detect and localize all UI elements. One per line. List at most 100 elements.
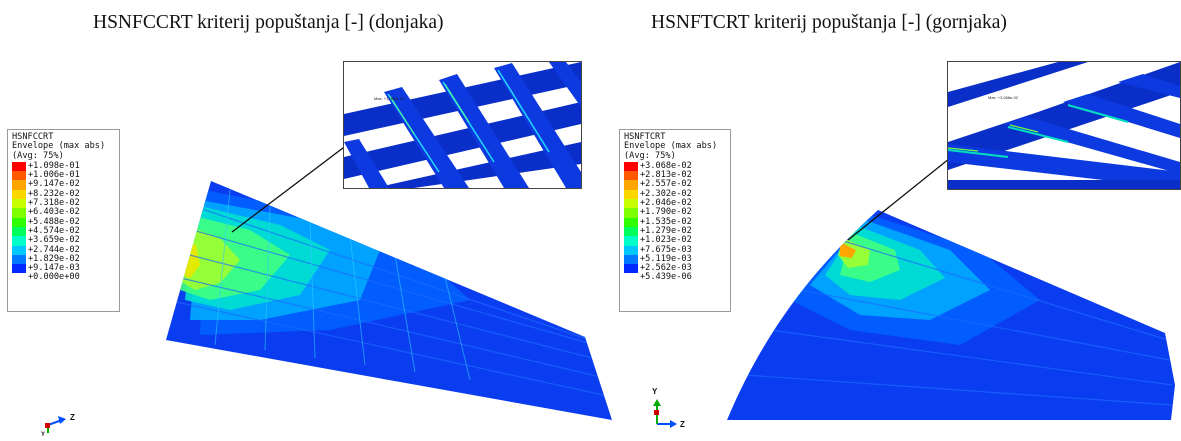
legend-right-value: +2.046e-02 (640, 198, 692, 209)
triad-left-y-label: Y (41, 432, 46, 438)
legend-left-row: +6.403e-02 (12, 207, 115, 218)
legend-right-row: +2.046e-02 (624, 198, 726, 209)
legend-left-row: +5.488e-02 (12, 216, 115, 227)
legend-right-row: +5.119e-03 (624, 253, 726, 265)
legend-left-swatch (12, 161, 26, 172)
legend-left-swatch (12, 226, 26, 237)
legend-left-row: +3.659e-02 (12, 235, 115, 246)
legend-right-row: +2.813e-02 (624, 170, 726, 181)
legend-left-swatch (12, 217, 26, 227)
legend-right-variable: HSNFTCRT (624, 132, 666, 142)
legend-right-row: +3.068e-02 (624, 160, 726, 172)
legend-right-row: +2.302e-02 (624, 188, 726, 200)
title-left: HSNFCCRT kriterij popuštanja [-] (donjak… (93, 12, 444, 33)
legend-right-scale: +3.068e-02+2.813e-02+2.557e-02+2.302e-02… (624, 160, 726, 283)
legend-left-value: +2.744e-02 (28, 244, 80, 255)
axis-triad-right (653, 399, 677, 428)
legend-left-row: +8.232e-02 (12, 188, 115, 200)
legend-left-value: +9.147e-03 (28, 263, 80, 274)
legend-left-row: +0.000e+00 (12, 272, 115, 283)
legend-right: HSNFTCRT Envelope (max abs) (Avg: 75%) +… (619, 129, 731, 312)
legend-left-value: +8.232e-02 (28, 188, 80, 199)
legend-left-value: +5.488e-02 (28, 216, 80, 227)
legend-right-value: +3.068e-02 (640, 160, 692, 171)
legend-right-value: +7.675e-03 (640, 244, 692, 255)
legend-right-swatch (624, 199, 638, 209)
legend-right-envelope: Envelope (max abs) (624, 141, 718, 152)
legend-right-swatch (624, 245, 638, 255)
legend-left-row: +9.147e-02 (12, 179, 115, 190)
legend-left-value: +6.403e-02 (28, 207, 80, 218)
inset-left-mesh (344, 62, 581, 188)
title-right: HSNFTCRT kriterij popuštanja [-] (gornja… (651, 12, 1007, 33)
legend-left-swatch (12, 264, 26, 274)
legend-left-value: +0.000e+00 (28, 272, 80, 283)
legend-right-swatch (624, 254, 638, 265)
legend-right-row: +1.535e-02 (624, 216, 726, 227)
legend-right-row: +2.557e-02 (624, 179, 726, 190)
axis-triad-left (45, 416, 66, 433)
legend-left-row: +1.829e-02 (12, 253, 115, 265)
legend-right-value: +2.562e-03 (640, 263, 692, 274)
legend-left-value: +9.147e-02 (28, 179, 80, 190)
triad-left-z-label: Z (70, 413, 75, 422)
legend-right-swatch (624, 236, 638, 246)
legend-left-swatch (12, 171, 26, 181)
legend-left-swatch (12, 189, 26, 200)
inset-left-max-label: Max: +1.098e-01 (374, 96, 405, 101)
legend-left-swatch (12, 273, 26, 282)
legend-left-swatch (12, 236, 26, 246)
legend-left-row: +9.147e-03 (12, 263, 115, 274)
legend-left-value: +1.829e-02 (28, 253, 80, 264)
legend-left-swatch (12, 180, 26, 190)
legend-left-value: +3.659e-02 (28, 235, 80, 246)
legend-left-swatch (12, 245, 26, 255)
zoom-inset-left: Max: +1.098e-01 (343, 61, 582, 189)
legend-left-scale: +1.098e-01+1.006e-01+9.147e-02+8.232e-02… (12, 160, 115, 283)
inset-right-max-label: Max: +3.068e-02 (988, 95, 1019, 100)
legend-right-avg: (Avg: 75%) (624, 150, 676, 161)
legend-right-value: +1.535e-02 (640, 216, 692, 227)
legend-right-row: +5.439e-06 (624, 272, 726, 283)
legend-right-row: +1.790e-02 (624, 207, 726, 218)
legend-left-variable: HSNFCCRT (12, 132, 54, 142)
legend-left-value: +7.318e-02 (28, 198, 80, 209)
legend-left-row: +1.098e-01 (12, 160, 115, 172)
legend-right-value: +2.813e-02 (640, 170, 692, 181)
legend-right-row: +2.562e-03 (624, 263, 726, 274)
legend-right-swatch (624, 189, 638, 200)
legend-left-value: +1.006e-01 (28, 170, 80, 181)
left-wing-mesh (166, 181, 612, 420)
legend-left-swatch (12, 254, 26, 265)
legend-right-swatch (624, 264, 638, 274)
legend-left-swatch (12, 199, 26, 209)
legend-right-value: +1.023e-02 (640, 235, 692, 246)
right-wing-mesh (727, 210, 1175, 420)
zoom-inset-right: Max: +3.068e-02 (947, 61, 1181, 190)
legend-right-row: +7.675e-03 (624, 244, 726, 255)
legend-left-row: +7.318e-02 (12, 198, 115, 209)
legend-right-value: +2.302e-02 (640, 188, 692, 199)
legend-right-row: +1.023e-02 (624, 235, 726, 246)
legend-right-value: +2.557e-02 (640, 179, 692, 190)
triad-right-y-label: Y (652, 387, 658, 396)
legend-right-swatch (624, 226, 638, 237)
legend-left-row: +1.006e-01 (12, 170, 115, 181)
legend-right-value: +1.790e-02 (640, 207, 692, 218)
legend-right-value: +1.279e-02 (640, 225, 692, 236)
legend-right-row: +1.279e-02 (624, 225, 726, 237)
legend-left-value: +1.098e-01 (28, 160, 80, 171)
legend-left-swatch (12, 208, 26, 218)
legend-right-swatch (624, 273, 638, 282)
triad-right-z-label: Z (680, 420, 685, 429)
legend-left: HSNFCCRT Envelope (max abs) (Avg: 75%) +… (7, 129, 120, 312)
legend-right-value: +5.439e-06 (640, 272, 692, 283)
legend-right-value: +5.119e-03 (640, 253, 692, 264)
inset-right-mesh (948, 62, 1180, 189)
legend-right-swatch (624, 180, 638, 190)
legend-left-row: +4.574e-02 (12, 225, 115, 237)
legend-left-value: +4.574e-02 (28, 225, 80, 236)
legend-right-swatch (624, 161, 638, 172)
